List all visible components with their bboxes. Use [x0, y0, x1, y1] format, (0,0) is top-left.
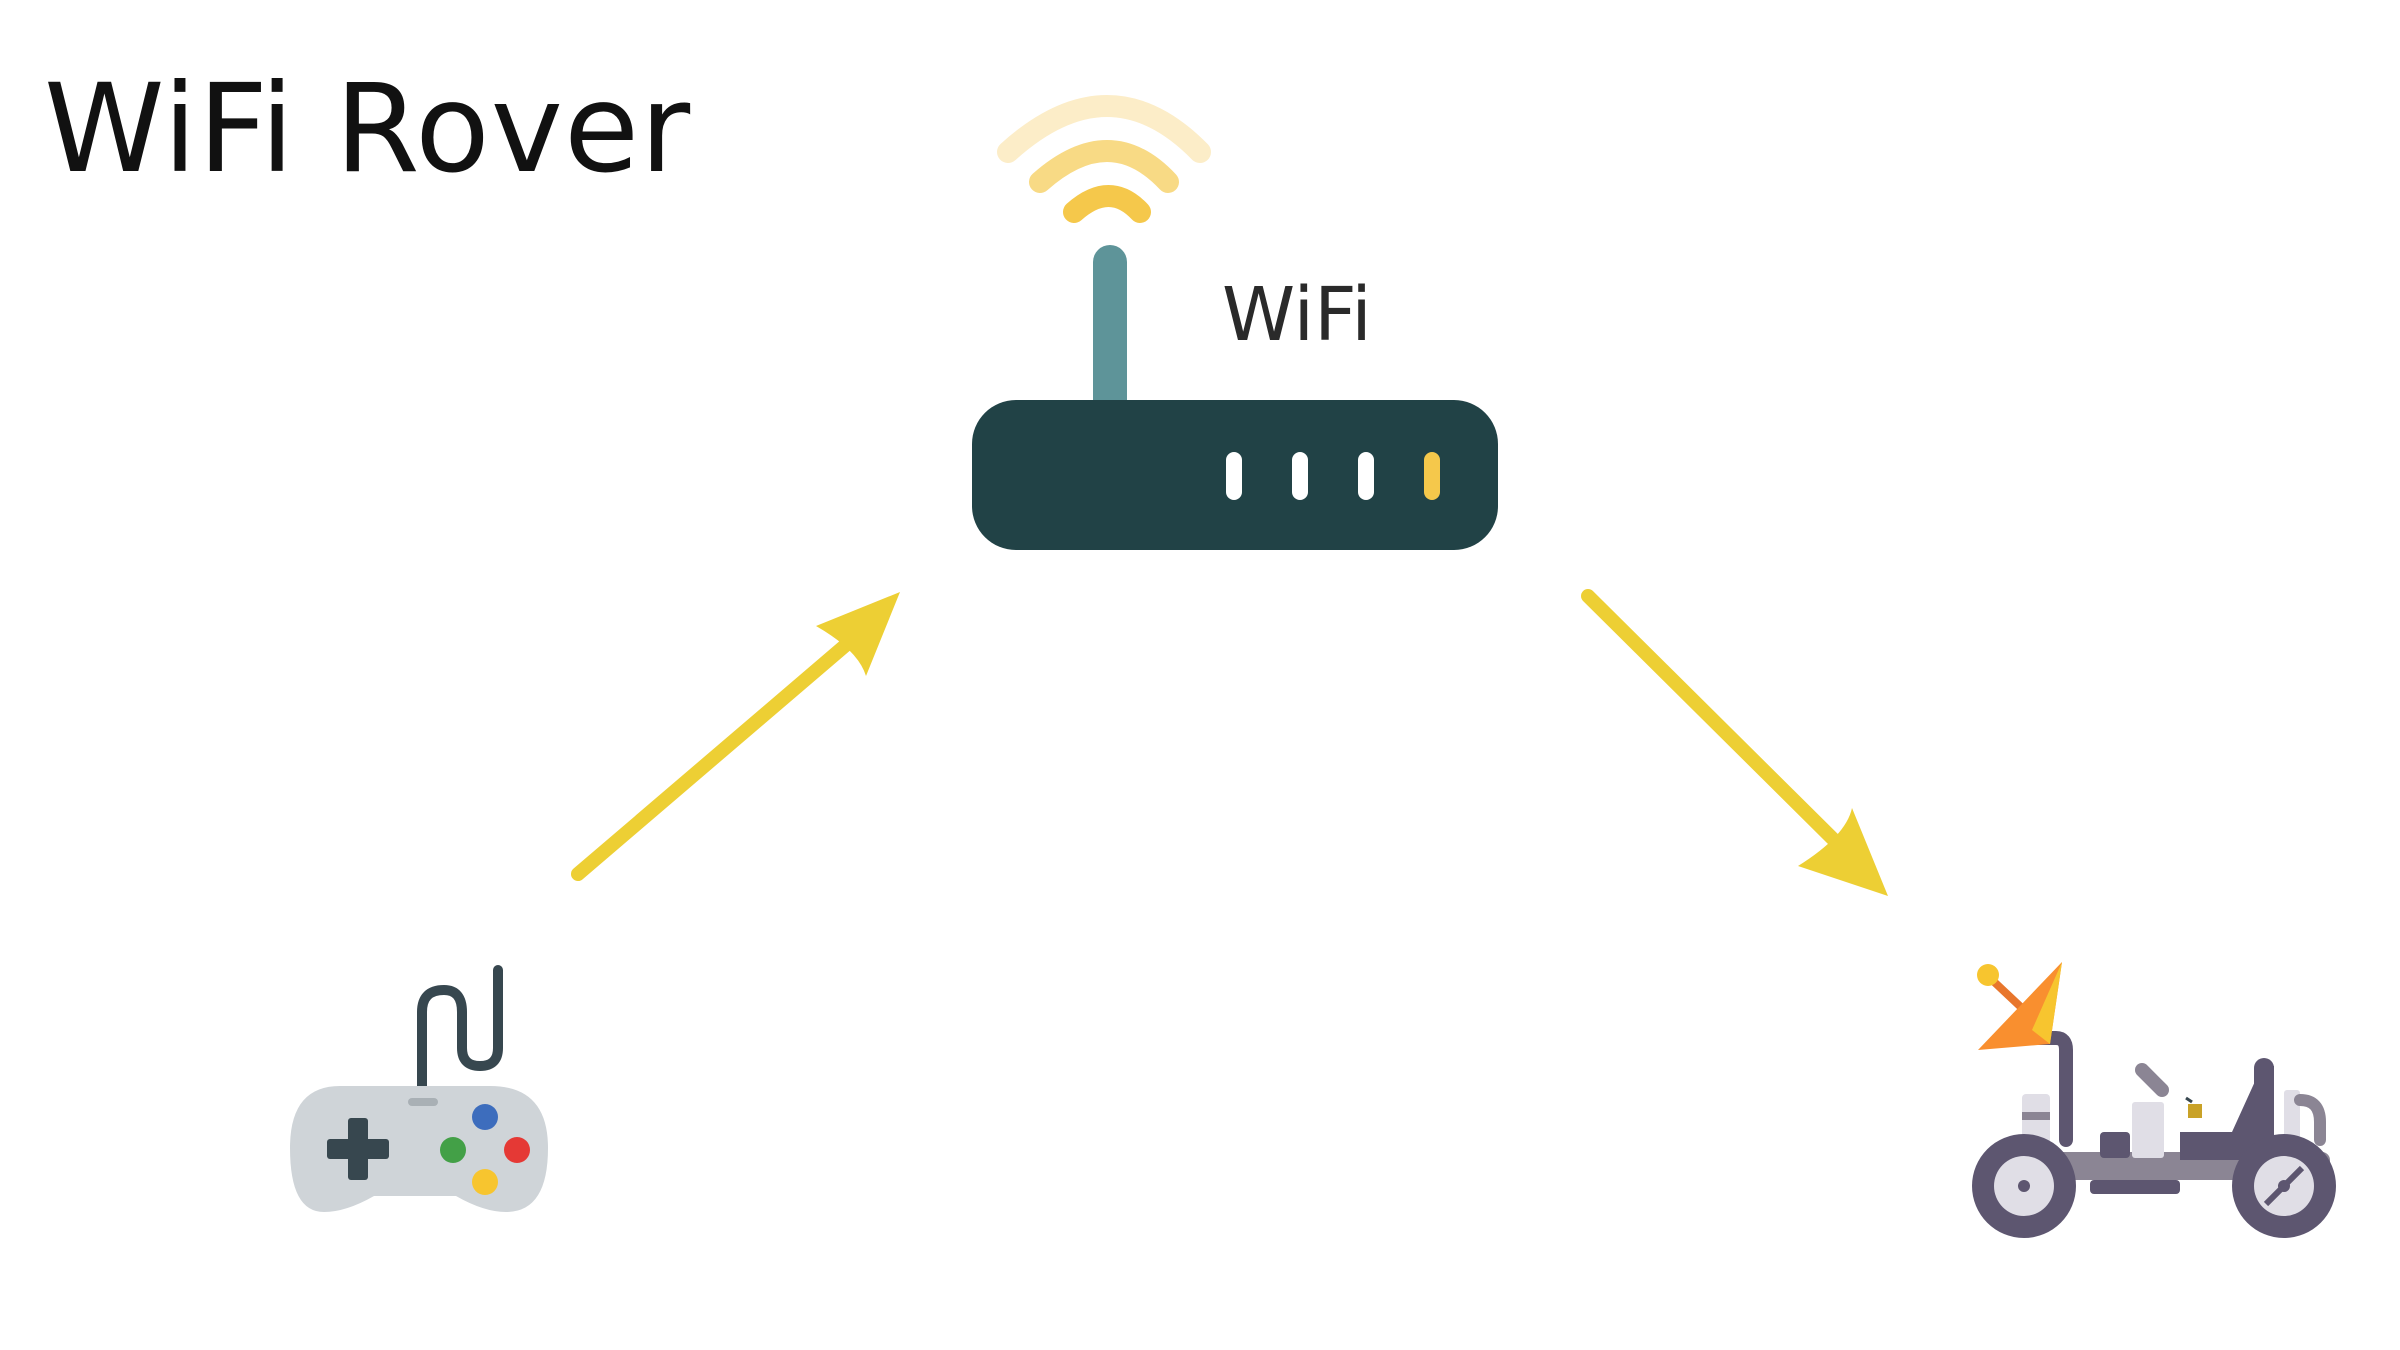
rover-center-box [2132, 1102, 2164, 1158]
wifi-wave-inner [1063, 185, 1151, 223]
rover-small-flag-icon [2185, 1096, 2202, 1118]
rover-wheel-right [2232, 1134, 2336, 1238]
router-led-2 [1292, 452, 1308, 500]
gamepad-select-button [408, 1098, 438, 1106]
gamepad-icon [290, 965, 548, 1212]
gamepad-button-blue [472, 1104, 498, 1130]
router-label: WiFi [1222, 272, 1372, 358]
page-title: WiFi Rover [44, 58, 692, 200]
wifi-signal-icon [997, 95, 1211, 223]
gamepad-button-green [440, 1137, 466, 1163]
rover-wheel-left [1972, 1134, 2076, 1238]
rover-mast [2027, 1031, 2073, 1147]
rover-lower-bar [2090, 1180, 2180, 1194]
rover-icon [1972, 962, 2336, 1238]
arrow-controller-to-router [571, 592, 900, 881]
router-led-1 [1226, 452, 1242, 500]
wifi-wave-outer [997, 95, 1211, 163]
wifi-router-icon [972, 245, 1498, 550]
satellite-dish-icon [1977, 962, 2062, 1050]
rover-step [2100, 1132, 2130, 1158]
wifi-wave-middle [1029, 140, 1179, 193]
rover-seat-back [2254, 1058, 2274, 1114]
gamepad-button-red [504, 1137, 530, 1163]
router-led-4 [1424, 452, 1440, 500]
rover-seat [2180, 1066, 2274, 1160]
router-led-3 [1358, 452, 1374, 500]
gamepad-button-yellow [472, 1169, 498, 1195]
gamepad-dpad-icon [327, 1118, 389, 1180]
arrow-router-to-rover [1581, 589, 1888, 896]
gamepad-cable [417, 965, 503, 1091]
